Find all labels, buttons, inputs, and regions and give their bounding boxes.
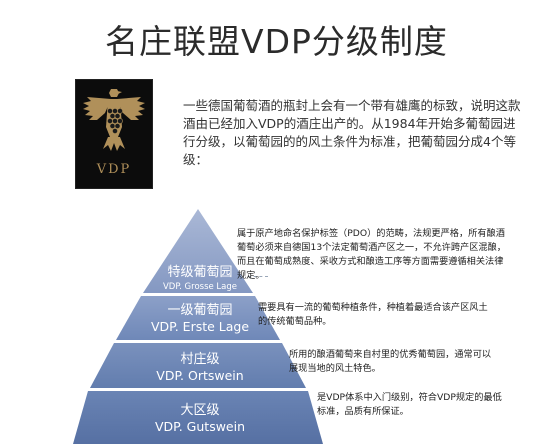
intro-paragraph: 一些德国葡萄酒的瓶封上会有一个带有雄鹰的标致，说明这款酒由已经加入VDP的酒庄出… — [183, 98, 521, 167]
level-desc-1: 属于原产地命名保护标签（PDO）的范畴，法规更严格，所有酿酒葡萄必须来自德国13… — [237, 228, 506, 281]
level-name-en: VDP. Ortswein — [156, 368, 244, 383]
vdp-pyramid — [73, 209, 323, 444]
pyramid-layer-1 — [143, 209, 253, 293]
level-name-zh: 一级葡萄园 — [167, 303, 233, 318]
level-name-zh: 大区级 — [180, 403, 220, 418]
page-title: 名庄联盟VDP分级制度 — [105, 22, 448, 61]
logo-text: VDP — [96, 162, 132, 177]
level-name-zh: 村庄级 — [180, 352, 220, 367]
vdp-logo: VDP — [75, 79, 153, 189]
eagle-grapes-icon: VDP — [83, 89, 145, 177]
level-desc-4: 是VDP体系中入门级别，符合VDP规定的最低标准，品质有所保证。 — [317, 392, 502, 417]
pyramid-layer-4 — [73, 391, 323, 444]
pyramid-layer-3 — [90, 343, 306, 388]
level-desc-2: 需要具有一流的葡萄种植条件，种植着最适合该产区风土的传统葡萄品种。 — [258, 302, 488, 327]
pyramid-layer-2 — [116, 296, 280, 340]
level-name-en: VDP. Erste Lage — [150, 319, 250, 334]
level-name-zh: 特级葡萄园 — [167, 265, 233, 280]
level-desc-3: 所用的酿酒葡萄来自村里的优秀葡萄园，通常可以展现当地的风土特色。 — [289, 349, 492, 374]
level-label-3: 村庄级 VDP. Ortswein — [113, 352, 287, 384]
level-label-2: 一级葡萄园 VDP. Erste Lage — [123, 303, 277, 335]
level-label-1: 特级葡萄园 VDP. Grosse Lage — [130, 265, 270, 293]
leader-line-1 — [248, 276, 268, 277]
level-label-4: 大区级 VDP. Gutswein — [105, 403, 295, 435]
level-name-en: VDP. Gutswein — [154, 419, 246, 434]
level-name-en: VDP. Grosse Lage — [162, 282, 238, 292]
